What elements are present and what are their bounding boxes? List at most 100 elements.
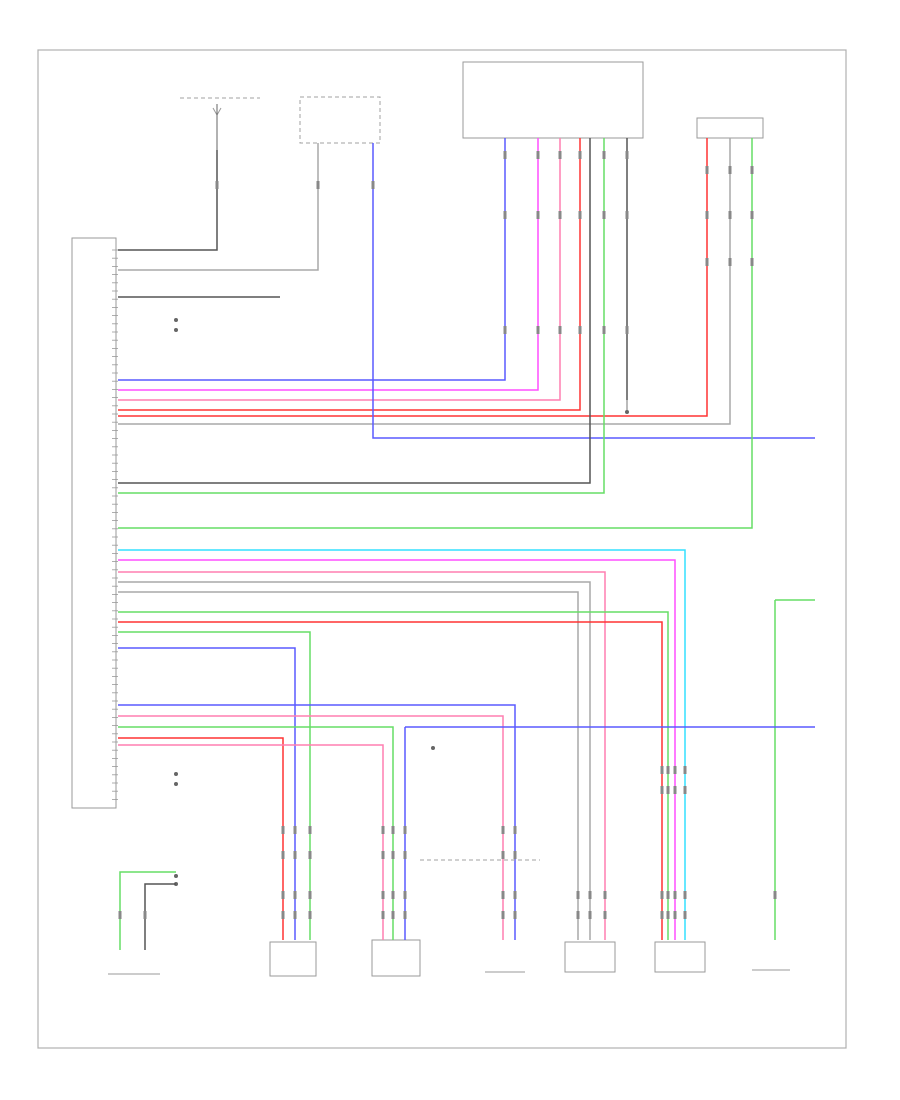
connector-mark [576,911,580,919]
connector-mark [683,891,687,899]
connector-mark [705,258,709,266]
connector-mark [660,766,664,774]
connector-mark [578,151,582,159]
ecm-left [71,237,117,809]
wire-red-1 [118,138,581,411]
wire-gray-2 [118,581,591,940]
connector-mark [705,166,709,174]
connector-mark [666,911,670,919]
connector-mark [381,891,385,899]
bottom-sensor-2 [371,939,421,977]
connector-mark [666,766,670,774]
connector-mark [558,326,562,334]
connector-marks [118,151,777,919]
connector-mark [536,151,540,159]
ecm-pin-ticks [112,249,118,800]
wire-red-4 [118,737,284,940]
connector-mark [666,891,670,899]
top-far-right-connector [696,117,764,139]
connector-mark [501,826,505,834]
connector-mark [281,851,285,859]
wire-blue-2 [118,647,296,940]
wire-gray-1 [118,138,731,425]
connector-mark [391,911,395,919]
connector-mark [750,166,754,174]
top-right-connector [462,61,644,139]
connector-mark [381,851,385,859]
connector-mark [673,786,677,794]
connector-mark [683,766,687,774]
connector-mark [501,891,505,899]
connector-mark [281,826,285,834]
connector-mark [143,911,147,919]
connector-mark [683,911,687,919]
connector-mark [728,166,732,174]
wire-cyan-1 [118,549,686,940]
wire-green-1 [118,138,605,494]
bottom-sensor-4 [564,941,616,973]
connector-mark [391,851,395,859]
connector-mark [501,911,505,919]
connector-mark [513,911,517,919]
connector-mark [625,151,629,159]
wire-pink-3 [118,715,504,940]
connector-mark [513,891,517,899]
connector-mark [660,911,664,919]
connector-mark [403,851,407,859]
connector-mark [308,891,312,899]
connector-mark [381,826,385,834]
diagram-frame [37,49,847,1049]
wire-top-2 [118,143,319,271]
connector-mark [513,826,517,834]
connector-mark [118,911,122,919]
connector-mark [603,891,607,899]
connector-mark [558,151,562,159]
connector-mark [602,151,606,159]
bottom-sensor-1 [269,941,317,977]
connector-mark [728,258,732,266]
wire-green-2 [118,611,669,940]
connector-mark [588,911,592,919]
connector-mark [293,851,297,859]
wire-gray-3 [118,591,579,940]
connector-mark [666,786,670,794]
wire-red-3 [118,621,663,940]
connector-mark [673,891,677,899]
connector-mark [558,211,562,219]
connector-mark [308,851,312,859]
wire-green-3 [118,631,311,940]
connector-mark [293,826,297,834]
top-center-component [299,96,381,144]
connector-mark [578,326,582,334]
wire-bl-green [119,871,176,950]
connector-mark [673,911,677,919]
connector-mark [660,786,664,794]
connector-mark [773,891,777,899]
connector-mark [293,911,297,919]
wire-blue-3 [118,704,516,940]
connector-mark [503,151,507,159]
connector-mark [576,891,580,899]
wire-bl-black [144,883,176,950]
connector-mark [625,211,629,219]
wire-magenta-1 [118,138,539,391]
connector-mark [391,826,395,834]
connector-mark [578,211,582,219]
connector-mark [281,911,285,919]
wire-top-1 [118,150,218,251]
sw-top-left [180,97,260,150]
connector-mark [381,911,385,919]
connector-mark [750,258,754,266]
connector-mark [403,891,407,899]
wire-magenta-2 [118,559,676,940]
connector-mark [308,826,312,834]
connector-mark [625,326,629,334]
wire-green-long [118,138,753,529]
wire-green-4 [118,726,394,940]
connector-mark [403,911,407,919]
bottom-sensor-5 [654,941,706,973]
connector-mark [281,891,285,899]
connector-mark [660,891,664,899]
